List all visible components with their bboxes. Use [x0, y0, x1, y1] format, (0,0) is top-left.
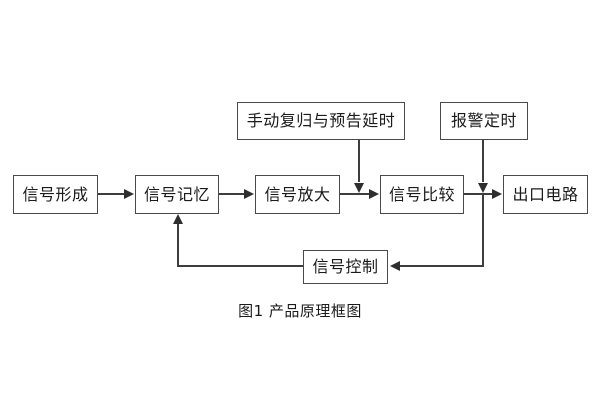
node-signal-formation[interactable]: 信号形成 — [13, 175, 98, 214]
edge-formation-to-memory — [98, 193, 124, 195]
edge-output-branch-down — [482, 194, 484, 267]
figure-caption: 图1 产品原理框图 — [238, 302, 362, 320]
arrowhead-output-to-control — [390, 261, 400, 271]
arrowhead-formation-to-memory — [124, 189, 134, 199]
node-signal-compare[interactable]: 信号比较 — [380, 175, 464, 214]
node-output-circuit[interactable]: 出口电路 — [503, 175, 588, 214]
node-signal-memory[interactable]: 信号记忆 — [135, 175, 219, 214]
edge-control-to-memory-vertical — [177, 224, 179, 267]
edge-compare-to-output — [464, 193, 492, 195]
arrowhead-amplify-to-compare — [369, 189, 379, 199]
node-signal-control[interactable]: 信号控制 — [303, 250, 388, 284]
node-signal-amplify[interactable]: 信号放大 — [255, 175, 340, 214]
arrowhead-memory-to-amplify — [244, 189, 254, 199]
arrowhead-control-to-memory — [172, 214, 183, 224]
arrowhead-timer-to-output — [477, 183, 488, 193]
edge-reset-to-compare — [358, 140, 360, 182]
edge-output-to-control — [400, 265, 484, 267]
arrowhead-compare-to-output — [492, 189, 502, 199]
edge-timer-to-output — [482, 140, 484, 182]
node-manual-reset[interactable]: 手动复归与预告延时 — [237, 102, 405, 140]
arrowhead-reset-to-compare — [353, 183, 364, 193]
edge-memory-to-amplify — [219, 193, 244, 195]
edge-amplify-to-compare — [340, 193, 369, 195]
node-alarm-timer[interactable]: 报警定时 — [440, 102, 528, 140]
edge-control-to-memory-horizontal — [178, 265, 303, 267]
